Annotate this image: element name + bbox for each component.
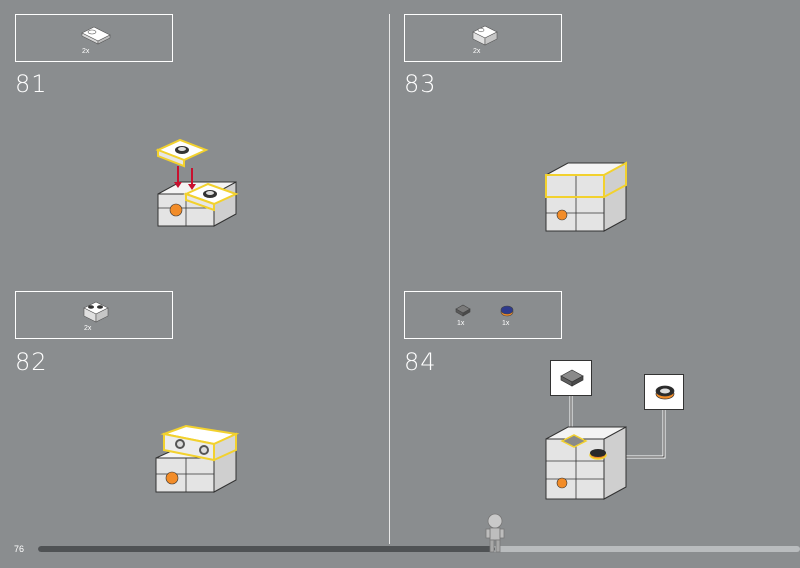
minifigure-progress-icon [485,513,505,553]
part-quantity: 1x [502,320,510,327]
step-number: 83 [404,70,437,98]
step-83-assembly-illustration [545,161,627,232]
white-brick-1x2-with-stud-icon [472,25,498,46]
step-82-assembly-illustration [155,424,240,493]
white-plate-1x2-with-stud-icon [81,26,111,45]
dark-gray-tile-icon [455,304,471,317]
progress-bar-fill [38,546,495,552]
orange-round-tile-icon [500,305,514,317]
parts-callout-step-83: 2x [404,14,562,62]
step-number: 82 [15,348,48,376]
step-number: 81 [15,70,48,98]
step-81-assembly-illustration [155,138,239,227]
white-brick-1x2-with-studs-icon [83,301,109,323]
step-84-assembly-illustration [545,396,666,500]
page-number: 76 [14,544,25,554]
parts-callout-step-81: 2x [15,14,173,62]
orange-round-tile-icon [655,385,675,400]
part-quantity: 2x [82,48,90,55]
dark-gray-tile-icon [560,369,584,387]
part-quantity: 2x [473,48,481,55]
parts-callout-step-82: 2x [15,291,173,339]
round-tile-placement-callout [644,374,684,410]
part-quantity: 2x [84,325,92,332]
parts-callout-step-84: 1x 1x [404,291,562,339]
tile-placement-callout [550,360,592,396]
step-number: 84 [404,348,437,376]
part-quantity: 1x [457,320,465,327]
page-divider [389,14,390,544]
